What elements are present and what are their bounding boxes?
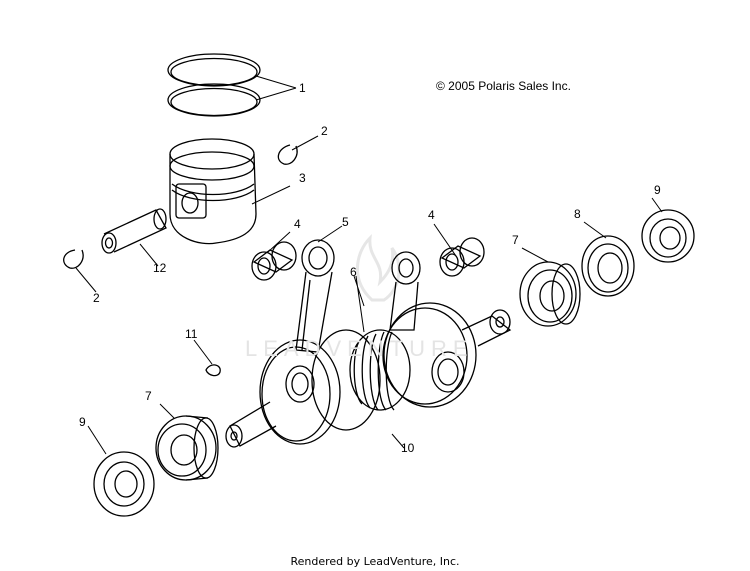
leader-lines: [75, 75, 663, 455]
callout-4-right: 4: [428, 208, 435, 222]
callout-6: 6: [350, 265, 357, 279]
callout-8: 8: [574, 207, 581, 221]
piston: [169, 138, 257, 245]
watermark-text: LEADVENTURE: [245, 336, 474, 361]
copyright-notice: © 2005 Polaris Sales Inc.: [436, 79, 571, 93]
footer-rendered-by: Rendered by LeadVenture, Inc.: [290, 555, 460, 568]
woodruff-key: [205, 364, 221, 377]
callout-9-right: 9: [654, 183, 661, 197]
crankshaft: [225, 302, 512, 448]
right-seal: [641, 209, 695, 263]
wrist-pin: [101, 208, 167, 254]
callout-7-left: 7: [145, 389, 152, 403]
callout-10: 10: [401, 441, 415, 455]
callout-11: 11: [185, 327, 198, 341]
connecting-rods: [295, 239, 421, 353]
callout-5: 5: [342, 215, 349, 229]
piston-rings: [167, 53, 261, 117]
circlips: [63, 144, 298, 269]
needle-bearings: [251, 237, 485, 281]
callout-1: 1: [299, 81, 306, 95]
callout-3: 3: [299, 171, 306, 185]
left-bearing: [155, 415, 219, 481]
left-seal: [93, 451, 155, 517]
callout-9-left: 9: [79, 415, 86, 429]
callout-2-top: 2: [321, 124, 328, 138]
right-bearing: [519, 261, 581, 327]
watermark-logo: [356, 233, 401, 302]
callout-7-right: 7: [512, 233, 519, 247]
right-bearing-8: [581, 235, 635, 297]
callout-2-left: 2: [93, 291, 100, 305]
callout-4-left: 4: [294, 217, 301, 231]
callout-12: 12: [153, 261, 167, 275]
